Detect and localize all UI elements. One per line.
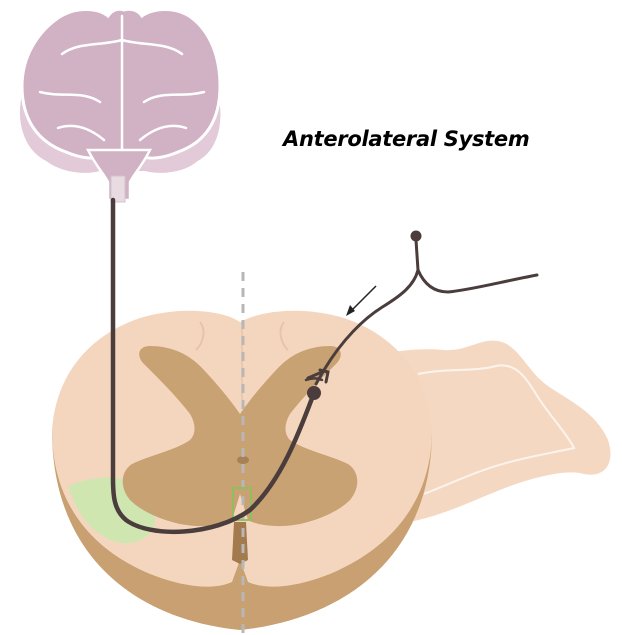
central-canal xyxy=(237,456,249,464)
ventral-median-fissure xyxy=(232,522,248,564)
receptor-ending-icon xyxy=(411,231,422,242)
signal-direction-arrow xyxy=(346,286,376,316)
diagram-title: Anterolateral System xyxy=(283,127,529,151)
peripheral-receptor-fiber xyxy=(416,240,537,292)
brain xyxy=(19,9,221,202)
